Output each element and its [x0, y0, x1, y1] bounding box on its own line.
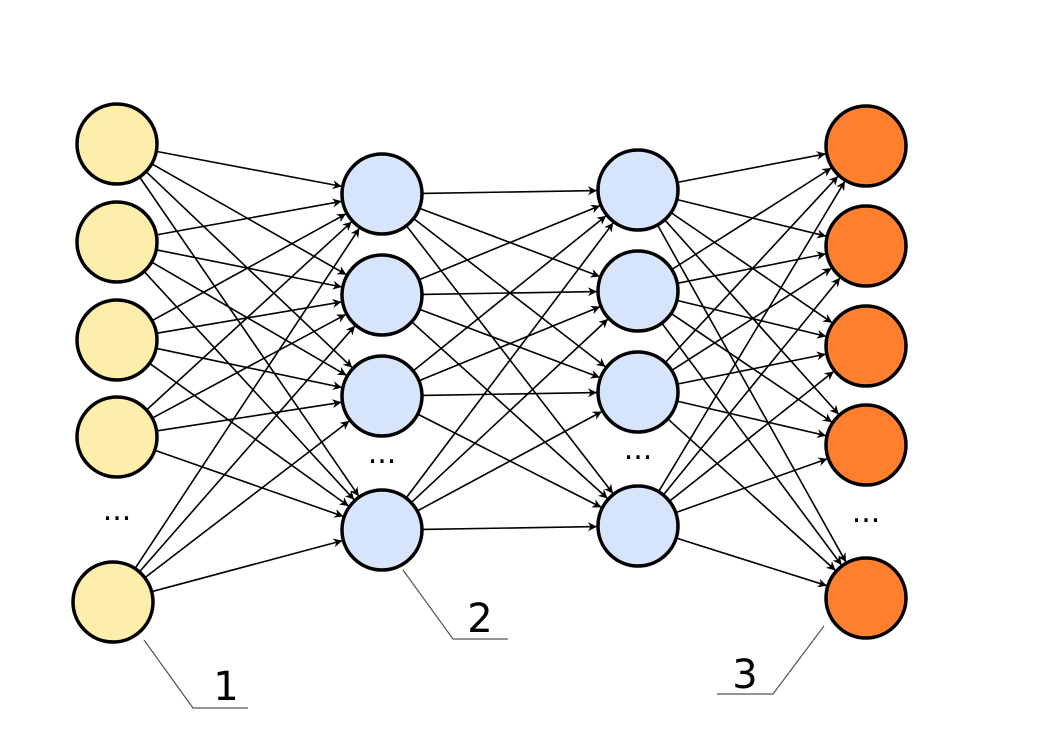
connection-input-3-to-hidden-1-3	[155, 347, 343, 391]
connection-input-2-to-hidden-1-3	[151, 261, 348, 377]
connection-hidden-1-3-to-hidden-2-1	[412, 215, 607, 372]
output-neuron-1	[824, 104, 908, 188]
connection-input-3-to-hidden-1-2	[156, 298, 342, 335]
output-neuron-3	[824, 304, 908, 388]
connection-input-2-to-hidden-1-2	[156, 249, 342, 290]
hidden-layer-2-ellipsis: ...	[624, 432, 653, 467]
input-neuron-5	[71, 560, 155, 644]
connection-input-5-to-hidden-1-4	[151, 538, 343, 593]
connection-hidden-1-3-to-hidden-2-2	[418, 305, 601, 382]
connection-hidden-2-2-to-output-1	[671, 167, 832, 271]
output-neuron-2	[824, 204, 908, 288]
label-output-layer: 3	[732, 652, 757, 698]
neurons	[71, 102, 908, 644]
connection-hidden-1-3-to-hidden-2-3	[421, 388, 598, 398]
connection-hidden-2-3-to-output-4	[676, 400, 827, 439]
connection-hidden-1-2-to-hidden-2-1	[418, 204, 601, 281]
connection-hidden-1-1-to-hidden-2-1	[421, 186, 598, 196]
hidden-2-neuron-1	[596, 148, 680, 232]
connection-input-1-to-hidden-1-2	[151, 163, 347, 276]
connection-input-3-to-hidden-1-4	[149, 362, 350, 507]
label-1-leader	[143, 639, 248, 709]
hidden-layer-1-ellipsis: ...	[368, 436, 397, 471]
connection-hidden-2-3-to-output-5	[667, 418, 837, 572]
connection-input-4-to-hidden-1-1	[145, 221, 353, 411]
output-neuron-5	[824, 556, 908, 640]
connection-input-4-to-hidden-1-2	[151, 313, 347, 419]
connection-input-4-to-hidden-1-4	[154, 449, 344, 518]
connection-hidden-1-4-to-hidden-2-4	[421, 522, 598, 532]
connection-hidden-2-3-to-output-3	[677, 351, 826, 385]
connection-hidden-2-3-to-output-1	[664, 175, 839, 364]
connection-input-5-to-hidden-1-2	[138, 325, 356, 573]
connection-hidden-2-1-to-output-1	[677, 151, 826, 184]
connection-hidden-2-3-to-output-2	[671, 267, 832, 372]
connection-input-5-to-hidden-1-1	[134, 227, 361, 570]
hidden-2-neuron-2	[596, 249, 680, 333]
connection-input-2-to-hidden-1-4	[143, 270, 355, 501]
connection-input-4-to-hidden-1-3	[156, 399, 342, 432]
connection-hidden-2-2-to-output-4	[670, 312, 833, 423]
label-3-leader	[717, 625, 825, 695]
input-neuron-2	[75, 200, 159, 284]
input-layer-ellipsis: ...	[103, 493, 132, 528]
input-neuron-4	[75, 395, 159, 479]
input-neuron-3	[75, 298, 159, 382]
input-neuron-1	[75, 102, 159, 186]
connection-hidden-1-4-to-hidden-2-3	[416, 410, 603, 512]
connection-hidden-1-4-to-hidden-2-2	[410, 318, 609, 504]
connection-input-1-to-hidden-1-3	[145, 171, 353, 369]
label-hidden-layer: 2	[467, 596, 492, 642]
hidden-1-neuron-3	[340, 354, 424, 438]
connection-input-1-to-hidden-1-1	[156, 150, 342, 190]
connection-hidden-2-4-to-output-1	[657, 180, 846, 493]
connection-hidden-2-1-to-output-5	[656, 224, 847, 563]
connection-hidden-2-4-to-output-2	[662, 277, 841, 496]
hidden-1-neuron-4	[340, 488, 424, 572]
hidden-1-neuron-2	[340, 253, 424, 337]
connection-hidden-1-4-to-hidden-2-1	[405, 222, 614, 499]
connection-input-3-to-hidden-1-1	[151, 213, 347, 322]
label-2-leader	[402, 569, 508, 640]
output-neuron-4	[824, 403, 908, 487]
hidden-1-neuron-1	[340, 152, 424, 236]
connections	[134, 150, 847, 593]
connection-input-5-to-hidden-1-3	[144, 420, 350, 579]
connection-input-2-to-hidden-1-1	[156, 198, 342, 236]
connection-hidden-2-4-to-output-4	[675, 457, 828, 514]
connection-hidden-2-4-to-output-5	[675, 537, 828, 588]
connection-hidden-2-2-to-output-5	[661, 322, 843, 566]
connection-hidden-2-1-to-output-2	[676, 198, 827, 239]
hidden-2-neuron-4	[596, 484, 680, 568]
label-input-layer: 1	[213, 664, 238, 710]
hidden-2-neuron-3	[596, 350, 680, 434]
output-layer-ellipsis: ...	[852, 495, 881, 530]
connection-hidden-2-4-to-output-3	[668, 370, 835, 502]
connection-input-1-to-hidden-1-4	[138, 176, 360, 497]
connection-hidden-2-1-to-output-4	[664, 219, 840, 415]
connection-hidden-2-1-to-output-3	[670, 211, 833, 324]
